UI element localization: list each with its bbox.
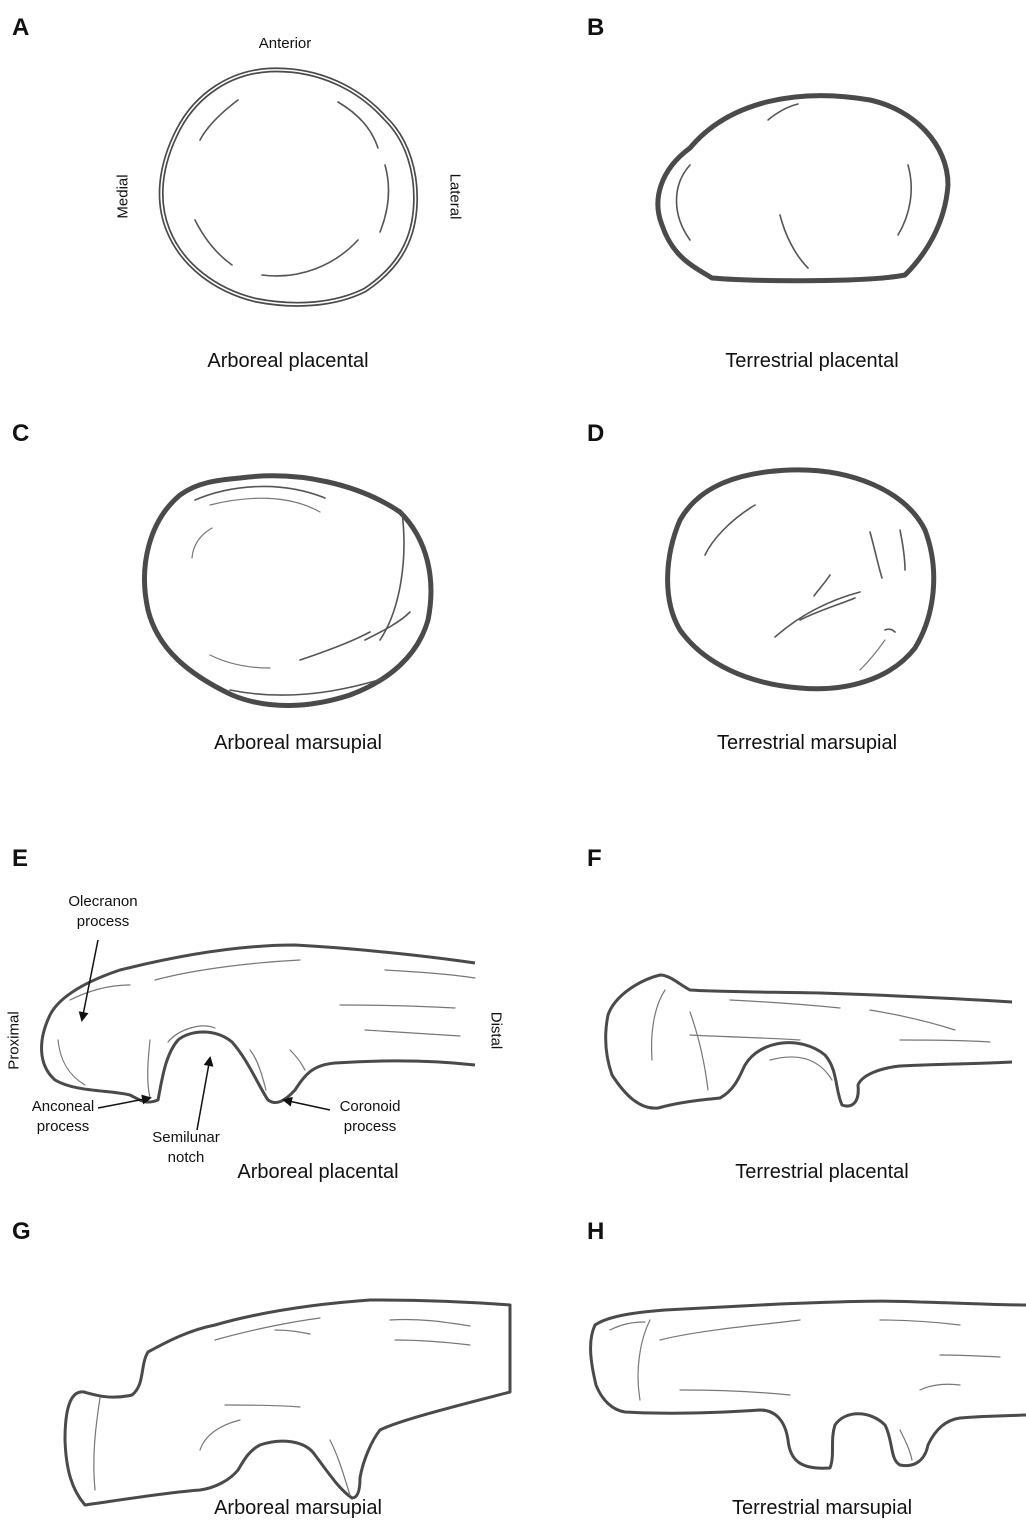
ulna-arboreal-marsupial [65, 1300, 510, 1505]
semilunar-arrow [197, 1058, 210, 1130]
label-semilunar-notch: Semilunar notch [131, 1128, 241, 1168]
label-anconeal-line1: Anconeal [8, 1097, 118, 1117]
panel-label-e: E [12, 845, 28, 873]
label-anconeal-process: Anconeal process [8, 1097, 118, 1137]
panel-label-c: C [12, 420, 29, 448]
label-coronoid-line1: Coronoid [315, 1097, 425, 1117]
panel-label-h: H [587, 1218, 604, 1246]
panel-label-g: G [12, 1218, 31, 1246]
label-semilunar-line2: notch [131, 1148, 241, 1168]
panel-label-a: A [12, 14, 29, 42]
label-olecranon-line2: process [48, 912, 158, 932]
label-coronoid-line2: process [315, 1117, 425, 1137]
label-semilunar-line1: Semilunar [131, 1128, 241, 1148]
label-olecranon-line1: Olecranon [48, 892, 158, 912]
caption-a: Arboreal placental [138, 350, 438, 373]
caption-f: Terrestrial placental [672, 1161, 972, 1184]
radial-head-terrestrial-marsupial [668, 470, 934, 689]
ulna-terrestrial-placental [606, 975, 1012, 1108]
label-distal: Distal [488, 1001, 505, 1061]
caption-d: Terrestrial marsupial [657, 732, 957, 755]
radial-head-arboreal-marsupial [145, 476, 431, 706]
label-lateral: Lateral [447, 152, 464, 242]
caption-c: Arboreal marsupial [148, 732, 448, 755]
panel-label-b: B [587, 14, 604, 42]
label-proximal: Proximal [6, 1001, 23, 1081]
caption-h: Terrestrial marsupial [672, 1497, 972, 1520]
caption-g: Arboreal marsupial [148, 1497, 448, 1520]
label-coronoid-process: Coronoid process [315, 1097, 425, 1137]
label-medial: Medial [115, 152, 132, 242]
label-anterior: Anterior [235, 34, 335, 54]
panel-label-d: D [587, 420, 604, 448]
ulna-terrestrial-marsupial [591, 1301, 1026, 1468]
radial-head-arboreal-placental [161, 70, 415, 304]
label-olecranon-process: Olecranon process [48, 892, 158, 932]
label-anconeal-line2: process [8, 1117, 118, 1137]
caption-b: Terrestrial placental [662, 350, 962, 373]
ulna-arboreal-placental [42, 945, 475, 1103]
panel-label-f: F [587, 845, 602, 873]
radial-head-terrestrial-placental [658, 96, 948, 281]
